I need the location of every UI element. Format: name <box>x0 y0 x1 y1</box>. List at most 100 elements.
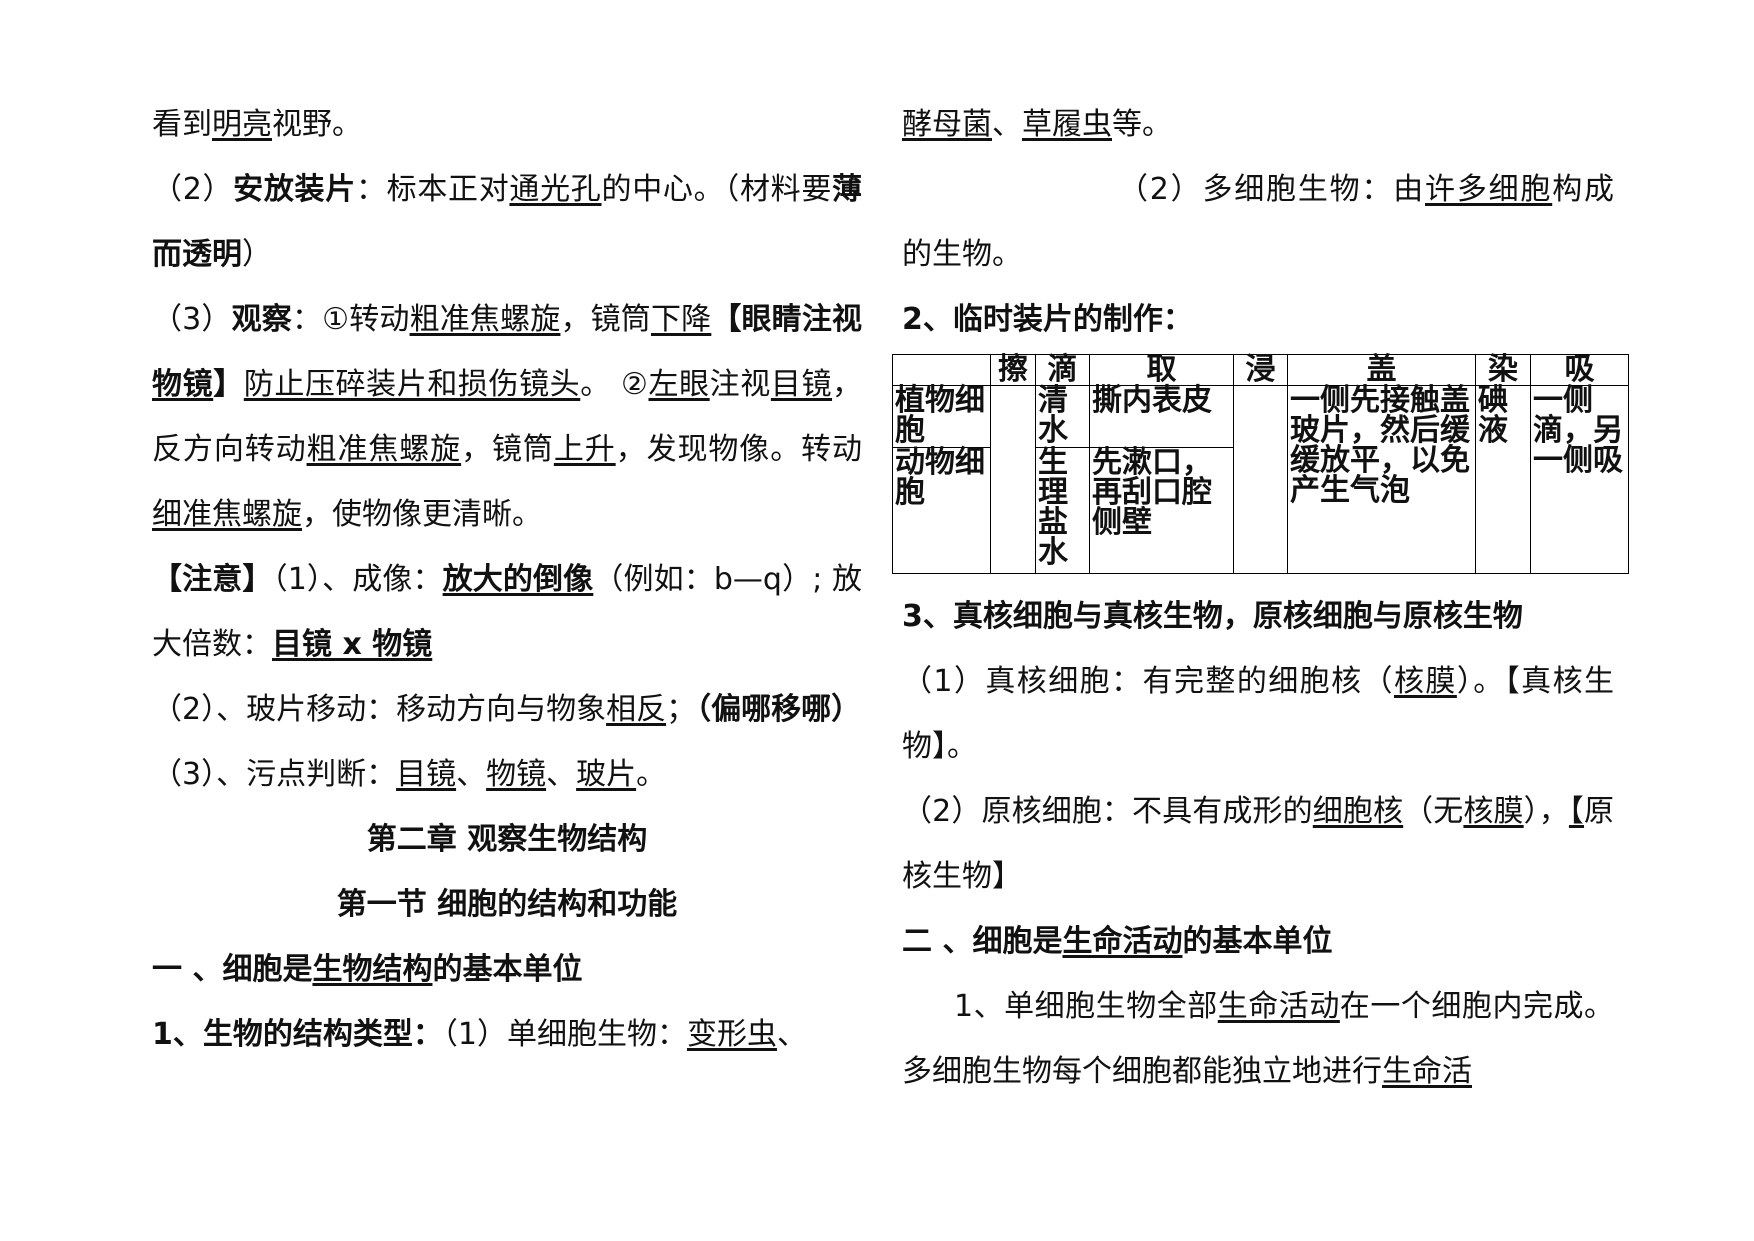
text: （1）真核细胞：有完整的细胞核（ <box>902 664 1394 699</box>
text: ，镜筒 <box>560 302 651 337</box>
text: ； <box>666 692 697 727</box>
underlined-term: 生命活动 <box>1062 924 1183 959</box>
underlined-term: 生命活动 <box>1217 989 1340 1024</box>
text: ，发现物像。转动 <box>615 432 863 467</box>
text: 二 、细胞是 <box>902 924 1063 959</box>
table-header-cell: 吸 <box>1530 354 1629 386</box>
table-cell-drop-plant: 清水 <box>1035 385 1090 448</box>
table-cell-absorb: 一侧滴，另一侧吸 <box>1530 385 1629 574</box>
heading-temporary-slide: 2、临时装片的制作： <box>902 302 1193 337</box>
underlined-term: 细胞核 <box>1312 794 1404 829</box>
underlined-term: 上升 <box>553 432 616 467</box>
text: 的基本单位 <box>1182 924 1333 959</box>
underlined-term: 左眼 <box>648 367 710 402</box>
text: 的基本单位 <box>432 952 583 987</box>
text: 注视 <box>709 367 771 402</box>
table-cell-drop-animal: 生理盐水 <box>1035 447 1090 574</box>
bold-term: 【注意】 <box>152 562 273 597</box>
bold-term: （偏哪移哪） <box>696 692 862 727</box>
text: 的中心。（材料要 <box>601 172 833 207</box>
text: 视野。 <box>272 107 362 142</box>
paragraph-observe: （3）观察：①转动粗准焦螺旋，镜筒下降【眼睛注视物镜】防止压碎装片和损伤镜头。 … <box>152 287 862 547</box>
text: ：标本正对 <box>355 172 510 207</box>
underlined-term: 核膜 <box>1463 794 1524 829</box>
text: ：①转动 <box>291 302 410 337</box>
bold-term: 【眼睛注视 <box>711 302 863 337</box>
table-cell-empty <box>990 385 1036 574</box>
text: 构成的生物。 <box>902 172 1615 272</box>
paragraph-note-slide-move: （2）、玻片移动：移动方向与物象相反；（偏哪移哪） <box>152 677 862 742</box>
text: 、 <box>992 107 1022 142</box>
text: ）。【真核生物】。 <box>902 664 1615 764</box>
text: （2）、玻片移动：移动方向与物象 <box>152 692 607 727</box>
bold-underlined-term: 放大的倒像 <box>442 562 594 597</box>
row-label-animal-cell: 动物细胞 <box>892 447 991 574</box>
row-label-plant-cell: 植物细胞 <box>892 385 991 448</box>
bold-term: 薄而透明 <box>152 172 863 272</box>
text: 等。 <box>1112 107 1172 142</box>
text: （2） <box>152 172 234 207</box>
table-cell-cover: 一侧先接触盖玻片，然后缓缓放平，以免产生气泡 <box>1287 385 1476 574</box>
underlined-term: 许多细胞 <box>1425 172 1553 207</box>
text: ，反方向转动 <box>152 367 863 467</box>
underlined-term: 明亮 <box>212 107 272 142</box>
underlined-term: 细准焦螺旋 <box>152 497 302 532</box>
text: 。 ② <box>580 367 649 402</box>
paragraph-note-spot: （3）、污点判断：目镜、物镜、玻片。 <box>152 742 862 807</box>
table-header-cell: 取 <box>1089 354 1234 386</box>
left-column: 看到明亮视野。 （2）安放装片：标本正对通光孔的中心。（材料要薄而透明） （3）… <box>152 92 862 1067</box>
text: 。 <box>636 757 667 792</box>
paragraph-note-imaging: 【注意】（1）、成像：放大的倒像（例如：b—q）; 放大倍数：目镜 x 物镜 <box>152 547 862 677</box>
slide-steps-table-wrap: 擦 滴 取 浸 盖 染 吸 植物细胞 清水 撕内表皮 一侧先接触盖玻片，然后缓缓… <box>892 354 1629 574</box>
text: 、 <box>546 757 577 792</box>
text: 在一个细胞内完成。多细胞生物每个细胞都能独立地进行 <box>902 989 1614 1089</box>
underlined-term: 通光孔 <box>509 172 602 207</box>
table-header-row: 擦 滴 取 浸 盖 染 吸 <box>892 354 1629 386</box>
text: ） <box>242 237 272 272</box>
underlined-term: 目镜 <box>396 757 457 792</box>
underlined-term: 核膜 <box>1393 664 1457 699</box>
slide-steps-table: 擦 滴 取 浸 盖 染 吸 植物细胞 清水 撕内表皮 一侧先接触盖玻片，然后缓缓… <box>892 354 1629 574</box>
table-cell-take-animal: 先漱口，再刮口腔侧壁 <box>1089 447 1234 574</box>
underlined-term: 【 <box>1568 794 1585 829</box>
table-header-cell: 浸 <box>1233 354 1288 386</box>
paragraph-place-slide: （2）安放装片：标本正对通光孔的中心。（材料要薄而透明） <box>152 157 862 287</box>
table-header-cell: 染 <box>1475 354 1531 386</box>
chapter-title: 第二章 观察生物结构 <box>366 822 648 857</box>
text: 、 <box>456 757 487 792</box>
right-column: 酵母菌、草履虫等。 （2）多细胞生物：由许多细胞构成的生物。 2、临时装片的制作… <box>892 92 1629 1104</box>
paragraph-bright-field: 看到明亮视野。 <box>152 92 862 157</box>
underlined-term: 生物结构 <box>312 952 433 987</box>
paragraph-structure-types: 1、生物的结构类型：（1）单细胞生物：变形虫、 <box>152 1002 862 1067</box>
table-cell-take-plant: 撕内表皮 <box>1089 385 1234 448</box>
heading-cell-life-unit: 二 、细胞是生命活动的基本单位 <box>902 909 1614 974</box>
underlined-term: 草履虫 <box>1022 107 1112 142</box>
underlined-term: 生命活 <box>1382 1054 1472 1089</box>
table-cell-stain: 碘液 <box>1475 385 1531 574</box>
table-header-cell: 滴 <box>1035 354 1090 386</box>
text: （例如：b—q）; 放大倍数： <box>152 562 863 662</box>
text: ）， <box>1523 794 1569 829</box>
heading-eukaryote-prokaryote: 3、真核细胞与真核生物，原核细胞与原核生物 <box>902 599 1523 634</box>
table-header-cell: 盖 <box>1287 354 1476 386</box>
paragraph-prokaryotic-cell: （2）原核细胞：不具有成形的细胞核（无核膜），【原核生物】 <box>902 779 1614 909</box>
text: （1）、成像： <box>272 562 443 597</box>
bold-term: 观察 <box>231 302 292 337</box>
section-title: 第一节 细胞的结构和功能 <box>336 887 678 922</box>
paragraph-multicellular: （2）多细胞生物：由许多细胞构成的生物。 <box>902 157 1614 287</box>
text: 1、单细胞生物全部 <box>954 989 1218 1024</box>
bold-term: 安放装片 <box>233 172 356 207</box>
paragraph-life-activities: 1、单细胞生物全部生命活动在一个细胞内完成。多细胞生物每个细胞都能独立地进行生命… <box>902 974 1614 1104</box>
text: （2）原核细胞：不具有成形的 <box>902 794 1313 829</box>
table-row: 植物细胞 清水 撕内表皮 一侧先接触盖玻片，然后缓缓放平，以免产生气泡 碘液 一… <box>892 385 1629 574</box>
underlined-term: 粗准焦螺旋 <box>306 432 462 467</box>
underlined-term: 粗准焦螺旋 <box>409 302 561 337</box>
bold-underlined-term: 目镜 x 物镜 <box>272 627 433 662</box>
bold-underlined-term: 物镜 <box>152 367 214 402</box>
text: （无 <box>1403 794 1464 829</box>
table-cell-empty <box>1233 385 1288 574</box>
text: （3）、污点判断： <box>152 757 397 792</box>
heading-cell-structure-unit: 一 、细胞是生物结构的基本单位 <box>152 937 862 1002</box>
text: 一 、细胞是 <box>152 952 313 987</box>
table-header-cell <box>892 354 991 386</box>
